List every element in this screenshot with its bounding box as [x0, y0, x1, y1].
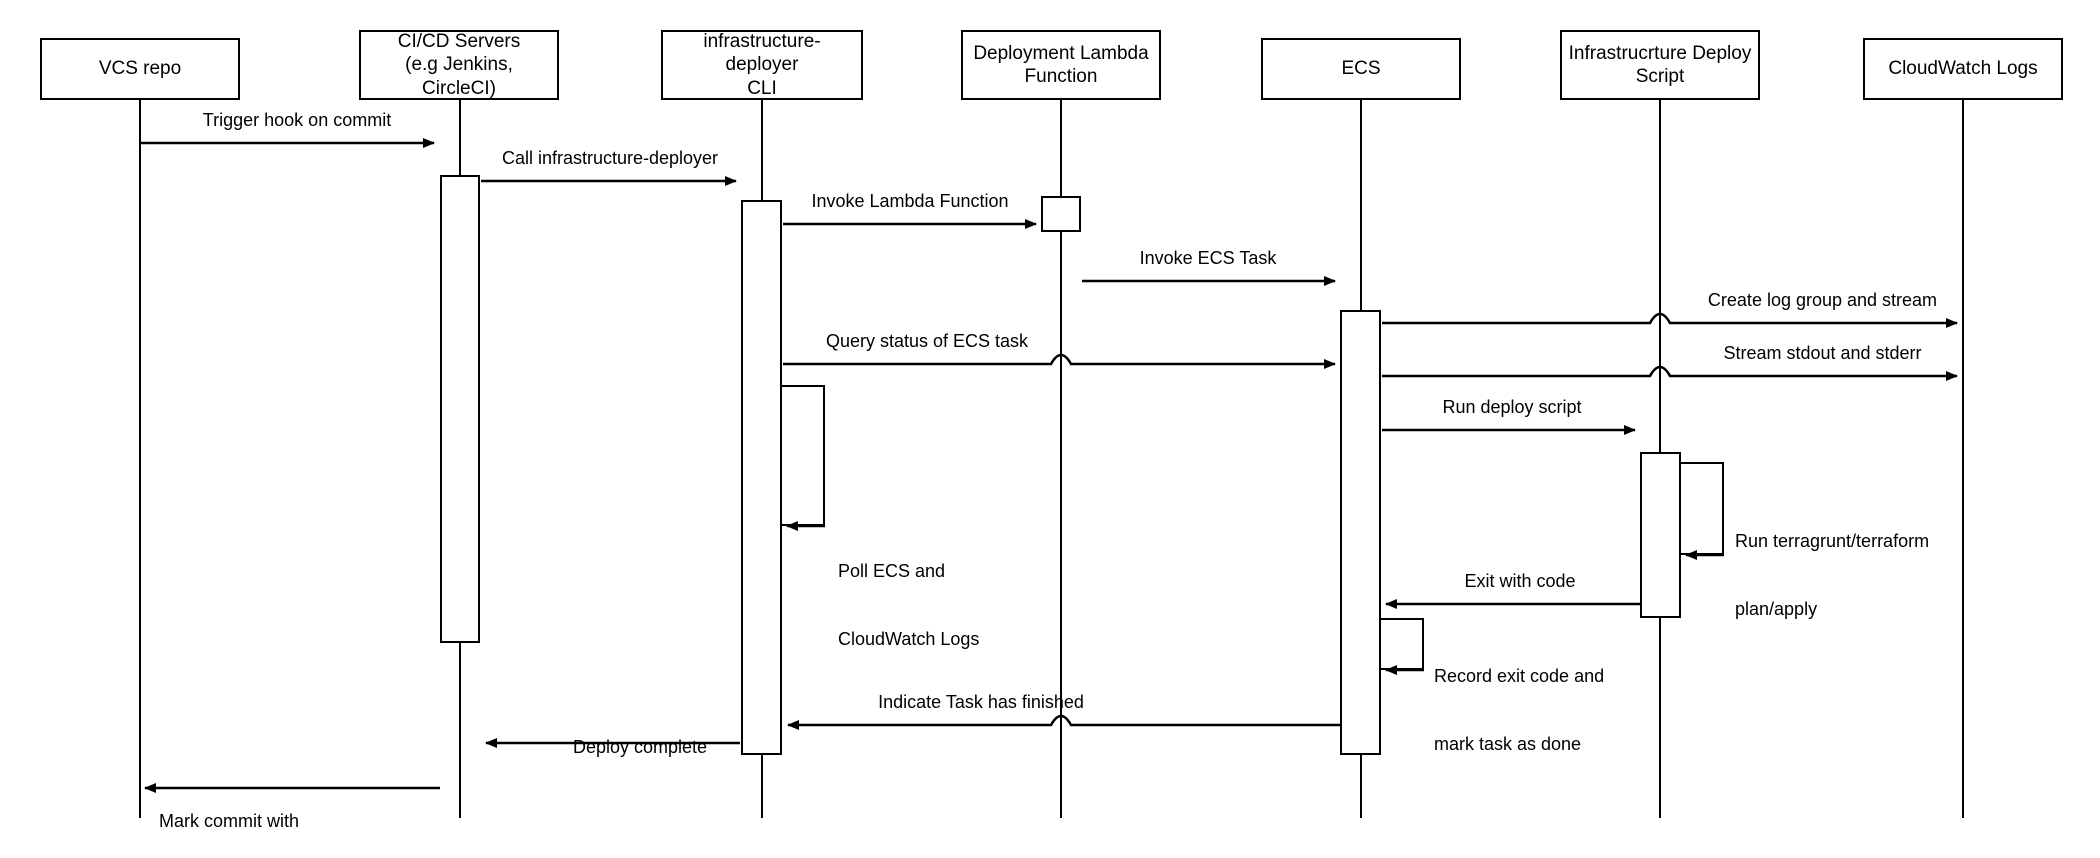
- arrow-create-log-group-and-stream: [1382, 312, 1958, 328]
- lifeline-lambda: [1060, 100, 1062, 818]
- participant-label-vcs-line1: VCS repo: [98, 58, 182, 80]
- poll-label-line2: CloudWatch Logs: [838, 628, 980, 649]
- message-label-invoke-ecs-task: Invoke ECS Task: [1139, 248, 1277, 268]
- participant-box-lambda[interactable]: Deployment Lambda Function: [961, 30, 1161, 100]
- terragrunt-label-line2: plan/apply: [1735, 598, 1818, 619]
- mark-commit-label-line1: Mark commit with: [159, 811, 300, 831]
- participant-label-script-line1: Infrastrucrture Deploy: [1568, 42, 1752, 64]
- message-label-poll-ecs-and-cloudwatch-logs: Poll ECS and CloudWatch Logs: [838, 515, 979, 695]
- participant-box-vcs[interactable]: VCS repo: [40, 38, 240, 100]
- message-label-call-infrastructure-deployer: Call infrastructure-deployer: [501, 148, 719, 168]
- message-label-stream-stdout-and-stderr: Stream stdout and stderr: [1723, 343, 1922, 363]
- message-label-deploy-complete: Deploy complete: [572, 737, 708, 757]
- arrow-query-status-of-ecs-task: [783, 353, 1336, 369]
- lifeline-cwlogs: [1962, 100, 1964, 818]
- message-label-run-terragrunt-terraform: Run terragrunt/terraform plan/apply: [1735, 485, 1929, 665]
- participant-box-cli[interactable]: infrastructure-deployer CLI: [661, 30, 863, 100]
- message-label-indicate-task-has-finished: Indicate Task has finished: [878, 692, 1084, 712]
- record-label-line2: mark task as done: [1434, 733, 1582, 754]
- participant-box-cicd[interactable]: CI/CD Servers (e.g Jenkins, CircleCI): [359, 30, 559, 100]
- poll-label-line1: Poll ECS and: [838, 561, 946, 581]
- message-label-invoke-lambda-function: Invoke Lambda Function: [811, 191, 1009, 211]
- participant-label-lambda-line1: Deployment Lambda: [973, 42, 1149, 64]
- participant-box-script[interactable]: Infrastrucrture Deploy Script: [1560, 30, 1760, 100]
- message-label-query-status-of-ecs-task: Query status of ECS task: [825, 331, 1029, 351]
- participant-label-cicd-line2: (e.g Jenkins, CircleCI): [405, 54, 513, 99]
- participant-box-ecs[interactable]: ECS: [1261, 38, 1461, 100]
- record-label-line1: Record exit code and: [1434, 666, 1605, 686]
- activation-bar-cli: [741, 200, 782, 755]
- selfloop-box-poll-ecs: [782, 385, 825, 526]
- selfloop-box-terragrunt: [1681, 462, 1724, 555]
- participant-label-cli-line1: infrastructure-deployer: [703, 31, 821, 76]
- message-label-trigger-hook-on-commit: Trigger hook on commit: [202, 110, 392, 130]
- participant-box-cwlogs[interactable]: CloudWatch Logs: [1863, 38, 2063, 100]
- message-label-exit-with-code: Exit with code: [1464, 571, 1576, 591]
- activation-bar-cicd: [440, 175, 480, 643]
- participant-label-ecs-line1: ECS: [1341, 58, 1381, 80]
- message-label-record-exit-code: Record exit code and mark task as done: [1434, 620, 1604, 800]
- arrow-stream-stdout-and-stderr: [1382, 365, 1958, 381]
- activation-bar-script: [1640, 452, 1681, 618]
- message-label-run-deploy-script: Run deploy script: [1442, 397, 1582, 417]
- participant-label-script-line2: Script: [1635, 66, 1685, 87]
- participant-label-lambda-line2: Function: [1024, 66, 1098, 87]
- participant-label-cicd-line1: CI/CD Servers: [397, 31, 521, 53]
- participant-label-cwlogs-line1: CloudWatch Logs: [1888, 58, 2038, 80]
- participant-label-cli-line2: CLI: [747, 77, 777, 99]
- activation-bar-ecs: [1340, 310, 1381, 755]
- selfloop-box-record-exit: [1381, 618, 1424, 670]
- message-label-create-log-group-and-stream: Create log group and stream: [1707, 290, 1938, 310]
- activation-bar-lambda: [1041, 196, 1081, 232]
- lifeline-vcs: [139, 100, 141, 818]
- terragrunt-label-line1: Run terragrunt/terraform: [1735, 531, 1930, 551]
- arrow-indicate-task-has-finished: [787, 714, 1340, 730]
- message-label-mark-commit-with-deployment-status: Mark commit with deployment status: [159, 765, 305, 858]
